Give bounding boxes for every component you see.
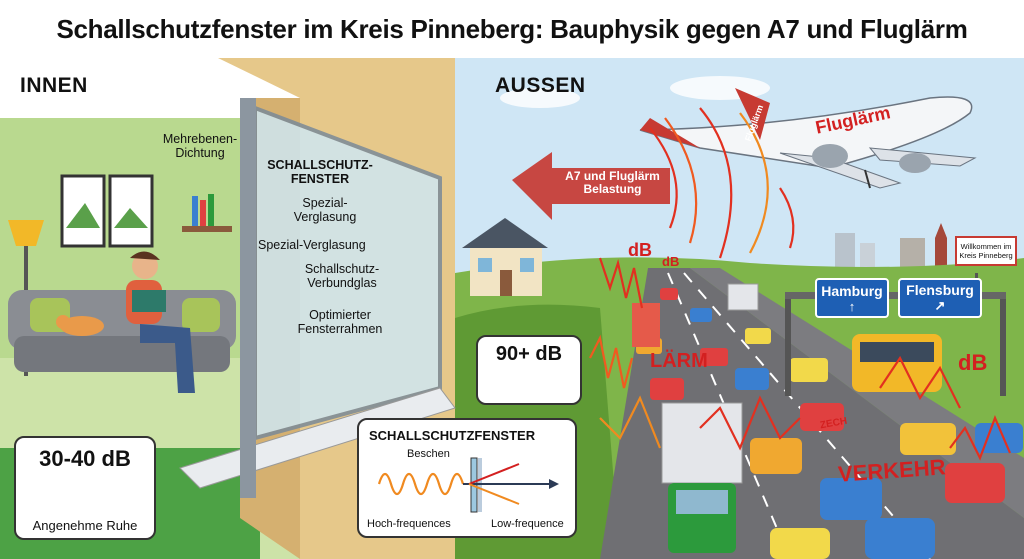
label-spezial-verglasung-1: Spezial-Verglasung xyxy=(293,196,357,224)
label-spezial-verglasung-2: Spezial-Verglasung xyxy=(258,238,366,252)
arrow-up-right-icon: ↗ xyxy=(934,298,946,313)
sign-flensburg-label: Flensburg xyxy=(906,282,974,298)
person-reading xyxy=(126,251,195,393)
arrow-label: A7 und Fluglärm Belastung xyxy=(565,169,660,196)
illustration: INNEN Mehrebenen-Dichtung SCHALLSCHUTZ-F… xyxy=(0,58,1024,559)
airplane xyxy=(639,88,977,189)
db-word-3: dB xyxy=(958,350,988,375)
truck xyxy=(661,402,743,553)
section-heading-outside: AUSSEN xyxy=(495,74,586,97)
sofa xyxy=(8,290,236,372)
house xyxy=(462,218,548,296)
diagram-label-hoch: Hoch-frequences xyxy=(367,518,451,530)
meter-outside: 90+ dB xyxy=(476,335,582,405)
meter-outside-value: 90+ dB xyxy=(495,343,563,365)
db-word-2: dB xyxy=(662,254,680,269)
page-title: Schallschutzfenster im Kreis Pinneberg: … xyxy=(0,0,1024,58)
label-dichtung: Mehrebenen-Dichtung xyxy=(162,132,238,160)
sign-hamburg-label: Hamburg xyxy=(821,282,883,299)
cat xyxy=(60,316,104,336)
db-word-1: dB xyxy=(628,240,652,260)
diagram-schallschutz: SCHALLSCHUTZFENSTER Beschen Hoch-frequen… xyxy=(357,418,577,538)
section-heading-inside: INNEN xyxy=(20,74,88,97)
shelf xyxy=(182,226,232,232)
sign-flensburg: Flensburg ↗ xyxy=(898,278,982,318)
diagram-title: SCHALLSCHUTZFENSTER xyxy=(369,428,536,443)
diagram-label-low: Low-frequence xyxy=(491,518,564,530)
arrow-up-icon: ↑ xyxy=(848,298,856,314)
meter-inside-value: 30-40 dB xyxy=(39,446,131,471)
town-entrance-sign: Willkommen im Kreis Pinneberg xyxy=(955,236,1017,266)
wave-diagram xyxy=(377,457,559,513)
label-verbundglas: Schallschutz-Verbundglas xyxy=(304,262,380,290)
red-truck xyxy=(632,303,660,347)
laerm-word: LÄRM xyxy=(650,350,708,372)
sign-hamburg: Hamburg ↑ xyxy=(815,278,889,318)
noise-waves xyxy=(589,107,1012,461)
noise-direction-arrow xyxy=(512,152,670,220)
window-frame xyxy=(240,98,256,498)
label-fensterrahmen: Optimierter Fensterrahmen xyxy=(297,308,383,336)
wall-picture xyxy=(108,174,154,248)
meter-inside-caption: Angenehme Ruhe xyxy=(32,518,138,533)
label-fenster: SCHALLSCHUTZ-FENSTER xyxy=(267,158,373,186)
lamp xyxy=(8,220,44,246)
diagram-label-beschen: Beschen xyxy=(407,448,450,460)
meter-inside: 30-40 dB Angenehme Ruhe xyxy=(14,436,156,540)
